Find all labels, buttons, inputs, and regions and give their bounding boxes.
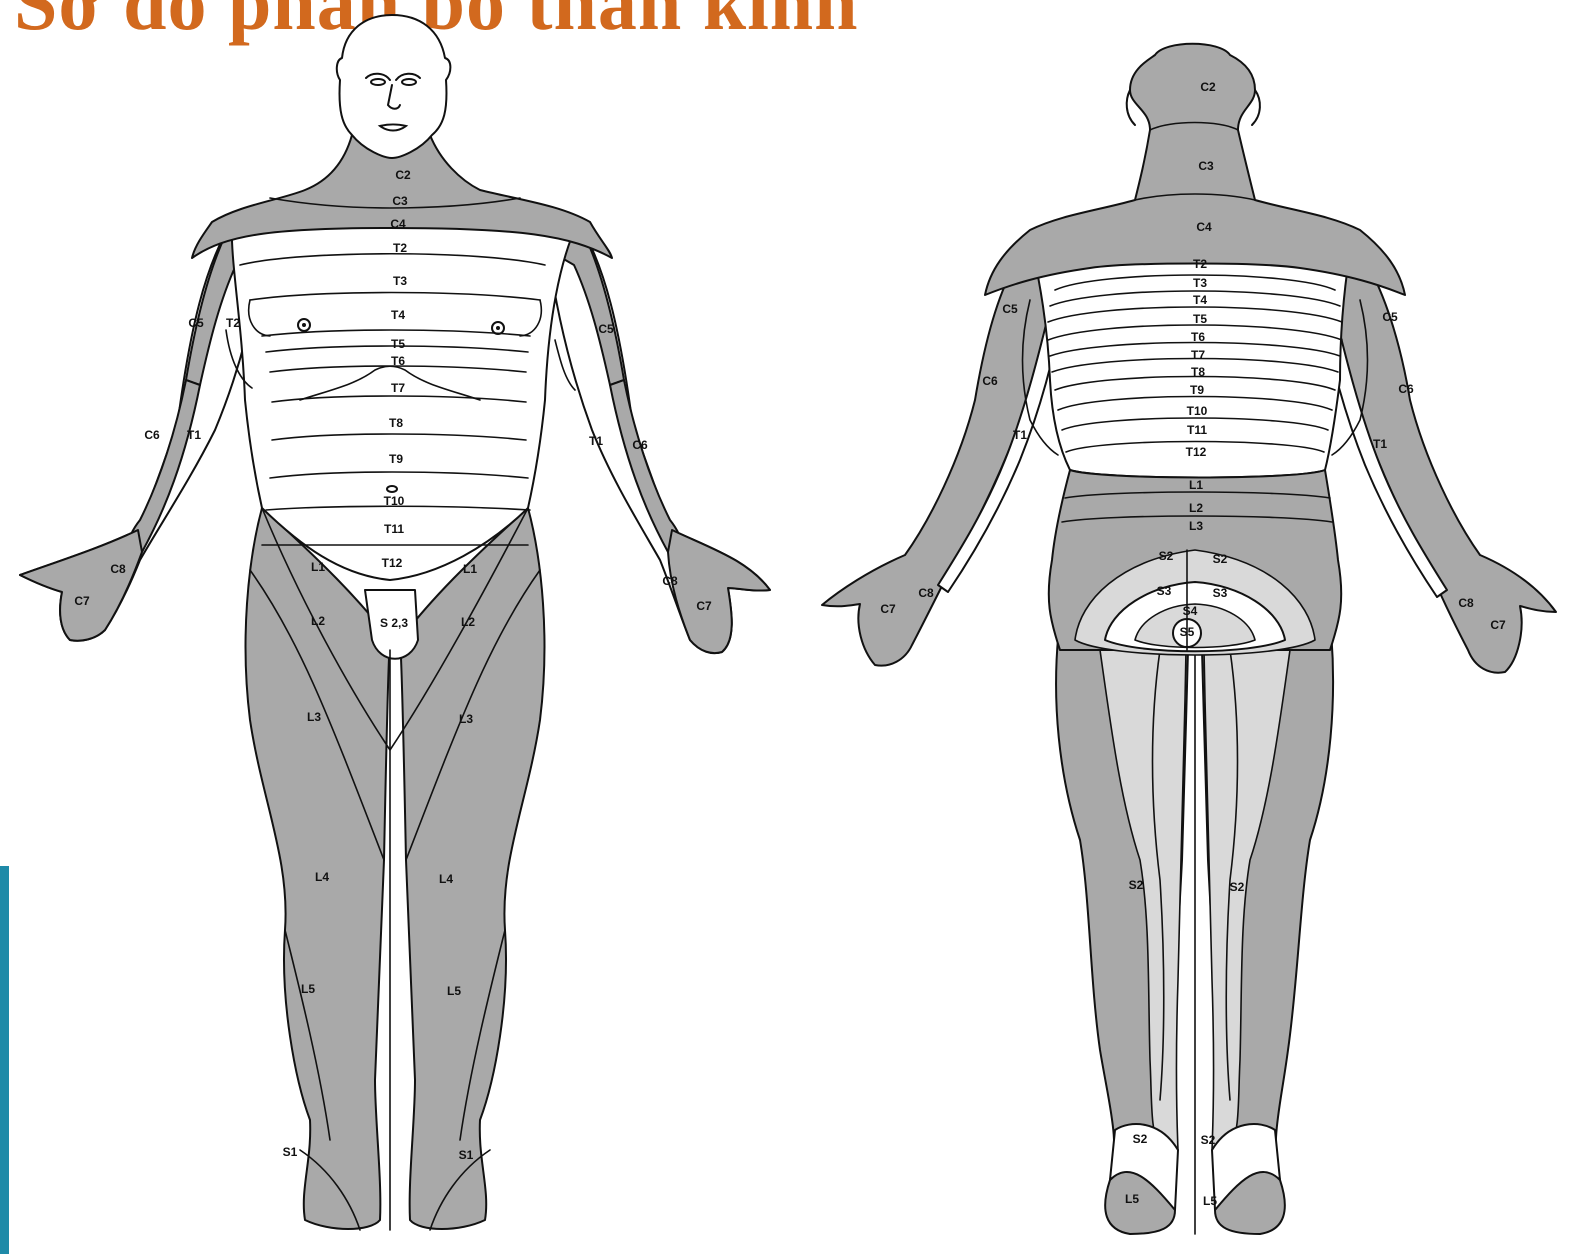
- posterior-label-l2: L2: [1189, 501, 1203, 515]
- anterior-label-l5-left: L5: [447, 984, 461, 998]
- posterior-label-t2: T2: [1193, 257, 1207, 271]
- anterior-label-c8-right: C8: [110, 562, 126, 576]
- posterior-label-c6-left: C6: [982, 374, 998, 388]
- anterior-label-c7-right: C7: [74, 594, 90, 608]
- posterior-label-c3: C3: [1198, 159, 1214, 173]
- posterior-label-l1: L1: [1189, 478, 1203, 492]
- posterior-label-c8-right: C8: [1458, 596, 1474, 610]
- posterior-label-t10: T10: [1187, 404, 1208, 418]
- anterior-label-c4: C4: [390, 217, 406, 231]
- posterior-label-c8-left: C8: [918, 586, 934, 600]
- anterior-label-t12: T12: [382, 556, 403, 570]
- anterior-label-t1-left: T1: [589, 434, 603, 448]
- anterior-label-t6: T6: [391, 354, 405, 368]
- anterior-label-t2: T2: [393, 241, 407, 255]
- posterior-label-t6: T6: [1191, 330, 1205, 344]
- anterior-label-t1-right: T1: [187, 428, 201, 442]
- anterior-figure: C2 C3 C4 T2 T3 T4 T5 T6 T7 T8 T9 T10 T11…: [20, 15, 770, 1230]
- posterior-label-t9: T9: [1190, 383, 1204, 397]
- posterior-label-t5: T5: [1193, 312, 1207, 326]
- posterior-label-c7-left: C7: [880, 602, 896, 616]
- posterior-label-s3-left: S3: [1157, 584, 1172, 598]
- posterior-label-c5-left: C5: [1002, 302, 1018, 316]
- anterior-label-t4: T4: [391, 308, 405, 322]
- anterior-label-t5: T5: [391, 337, 405, 351]
- posterior-label-s2-leg-left: S2: [1129, 878, 1144, 892]
- posterior-label-s5: S5: [1180, 625, 1195, 639]
- anterior-left-hand: [668, 530, 770, 653]
- posterior-label-t8: T8: [1191, 365, 1205, 379]
- posterior-label-l5-right: L5: [1203, 1194, 1217, 1208]
- anterior-label-l2-left: L2: [461, 615, 475, 629]
- anterior-label-l5-right: L5: [301, 982, 315, 996]
- posterior-label-c7-right: C7: [1490, 618, 1506, 632]
- posterior-label-c5-right: C5: [1382, 310, 1398, 324]
- posterior-label-t11: T11: [1187, 423, 1207, 437]
- anterior-label-t8: T8: [389, 416, 403, 430]
- anterior-label-s1-right: S1: [283, 1145, 298, 1159]
- anterior-label-t3: T3: [393, 274, 407, 288]
- posterior-label-s2-leg-right: S2: [1230, 880, 1245, 894]
- anterior-label-l2-right: L2: [311, 614, 325, 628]
- anterior-label-l3-left: L3: [459, 712, 473, 726]
- posterior-label-t7: T7: [1191, 348, 1205, 362]
- anterior-label-t11: T11: [384, 522, 404, 536]
- anterior-label-c6-left: C6: [632, 438, 648, 452]
- posterior-label-c2: C2: [1200, 80, 1216, 94]
- anterior-label-c5-left: C5: [598, 322, 614, 336]
- posterior-label-s2-upper-left: S2: [1159, 549, 1174, 563]
- posterior-label-t1-right: T1: [1373, 437, 1387, 451]
- anterior-label-c2: C2: [395, 168, 411, 182]
- posterior-label-s2-ankle-right: S2: [1201, 1133, 1216, 1147]
- anterior-label-t2-right: T2: [226, 316, 240, 330]
- anterior-head: [337, 15, 451, 158]
- posterior-label-t3: T3: [1193, 276, 1207, 290]
- anterior-label-c3: C3: [392, 194, 408, 208]
- posterior-label-t1-left: T1: [1013, 428, 1027, 442]
- posterior-label-s2-ankle-left: S2: [1133, 1132, 1148, 1146]
- anterior-label-c7-left: C7: [696, 599, 712, 613]
- anterior-label-l3-right: L3: [307, 710, 321, 724]
- anterior-label-c6-right: C6: [144, 428, 160, 442]
- posterior-label-t12: T12: [1186, 445, 1207, 459]
- posterior-label-t4: T4: [1193, 293, 1207, 307]
- anterior-label-s23: S 2,3: [380, 616, 408, 630]
- posterior-label-s3-right: S3: [1213, 586, 1228, 600]
- posterior-figure: C2 C3 C4 T2 T3 T4 T5 T6 T7 T8 T9 T10 T11…: [822, 44, 1556, 1234]
- anterior-label-t10: T10: [384, 494, 405, 508]
- posterior-label-c6-right: C6: [1398, 382, 1414, 396]
- anterior-label-l4-right: L4: [315, 870, 329, 884]
- anterior-label-t7: T7: [391, 381, 405, 395]
- anterior-label-t9: T9: [389, 452, 403, 466]
- anterior-right-hand: [20, 530, 142, 641]
- anterior-label-s1-left: S1: [459, 1148, 474, 1162]
- posterior-label-s2-upper-right: S2: [1213, 552, 1228, 566]
- anterior-label-c5-right: C5: [188, 316, 204, 330]
- anterior-label-c8-left: C8: [662, 574, 678, 588]
- anterior-label-l1-right: L1: [311, 560, 325, 574]
- anterior-label-l4-left: L4: [439, 872, 453, 886]
- posterior-label-c4: C4: [1196, 220, 1212, 234]
- posterior-label-s4: S4: [1183, 604, 1198, 618]
- anterior-label-l1-left: L1: [463, 562, 477, 576]
- posterior-label-l5-left: L5: [1125, 1192, 1139, 1206]
- posterior-label-l3: L3: [1189, 519, 1203, 533]
